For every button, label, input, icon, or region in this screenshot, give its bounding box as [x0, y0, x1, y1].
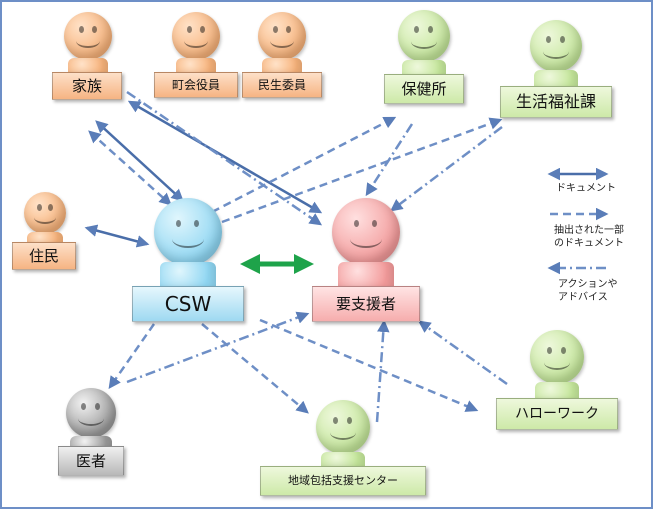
smiley-face-icon	[64, 12, 112, 60]
label-csw: CSW	[132, 286, 244, 322]
label-chokai: 町会役員	[154, 72, 238, 98]
smiley-face-icon	[316, 400, 370, 454]
label-chiiki: 地域包括支援センター	[260, 466, 426, 496]
smiley-face-icon	[332, 198, 400, 266]
arrow-kazoku-yoshien-action	[126, 90, 323, 226]
smiley-face-icon	[530, 330, 584, 384]
arrow-kazoku-csw	[95, 120, 184, 202]
arrow-csw-hokenjo	[211, 116, 397, 214]
label-hellowork: ハローワーク	[496, 398, 618, 430]
arrow-kazoku-yoshien	[127, 100, 323, 214]
actor-chokai: 町会役員	[154, 12, 238, 104]
arrow-kazoku-csw-dashed	[88, 130, 172, 206]
arrow-csw-chiiki	[201, 323, 309, 414]
smiley-face-icon	[530, 20, 582, 72]
actor-hellowork: ハローワーク	[496, 330, 618, 434]
actor-isha: 医者	[58, 388, 124, 478]
actor-chiiki: 地域包括支援センター	[260, 400, 426, 500]
actor-csw: CSW	[132, 198, 244, 326]
actor-seikatsu: 生活福祉課	[500, 20, 612, 120]
actor-minsei: 民生委員	[242, 12, 322, 104]
arrow-csw-isha	[108, 323, 156, 390]
arrow-seikatsu-yoshien	[390, 126, 503, 212]
label-minsei: 民生委員	[242, 72, 322, 98]
arrow-jumin-csw	[84, 224, 150, 248]
smiley-face-icon	[66, 388, 116, 438]
actor-hokenjo: 保健所	[384, 10, 464, 110]
label-jumin: 住民	[12, 242, 76, 270]
smiley-face-icon	[154, 198, 222, 266]
label-seikatsu: 生活福祉課	[500, 86, 612, 118]
arrow-csw-hellowork	[259, 318, 479, 412]
smiley-face-icon	[24, 192, 66, 234]
legend-action-text: アクションや アドバイス	[558, 279, 618, 303]
actor-kazoku: 家族	[52, 12, 122, 104]
arrow-hellowork-yoshien	[417, 320, 508, 386]
legend-extracted-text: 抽出された一部 のドキュメント	[554, 225, 624, 249]
smiley-face-icon	[398, 10, 450, 62]
arrow-isha-yoshien	[126, 311, 310, 384]
legend-document-text: ドキュメント	[556, 183, 616, 194]
arrow-hokenjo-yoshien	[365, 123, 414, 197]
label-hokenjo: 保健所	[384, 74, 464, 104]
label-isha: 医者	[58, 446, 124, 476]
smiley-face-icon	[172, 12, 220, 60]
arrow-chiiki-yoshien	[375, 319, 390, 423]
smiley-face-icon	[258, 12, 306, 60]
actor-jumin: 住民	[12, 192, 76, 272]
arrow-csw-seikatsu	[221, 117, 503, 224]
label-kazoku: 家族	[52, 72, 122, 100]
label-yoshien: 要支援者	[312, 286, 420, 322]
actor-yoshien: 要支援者	[312, 198, 420, 328]
